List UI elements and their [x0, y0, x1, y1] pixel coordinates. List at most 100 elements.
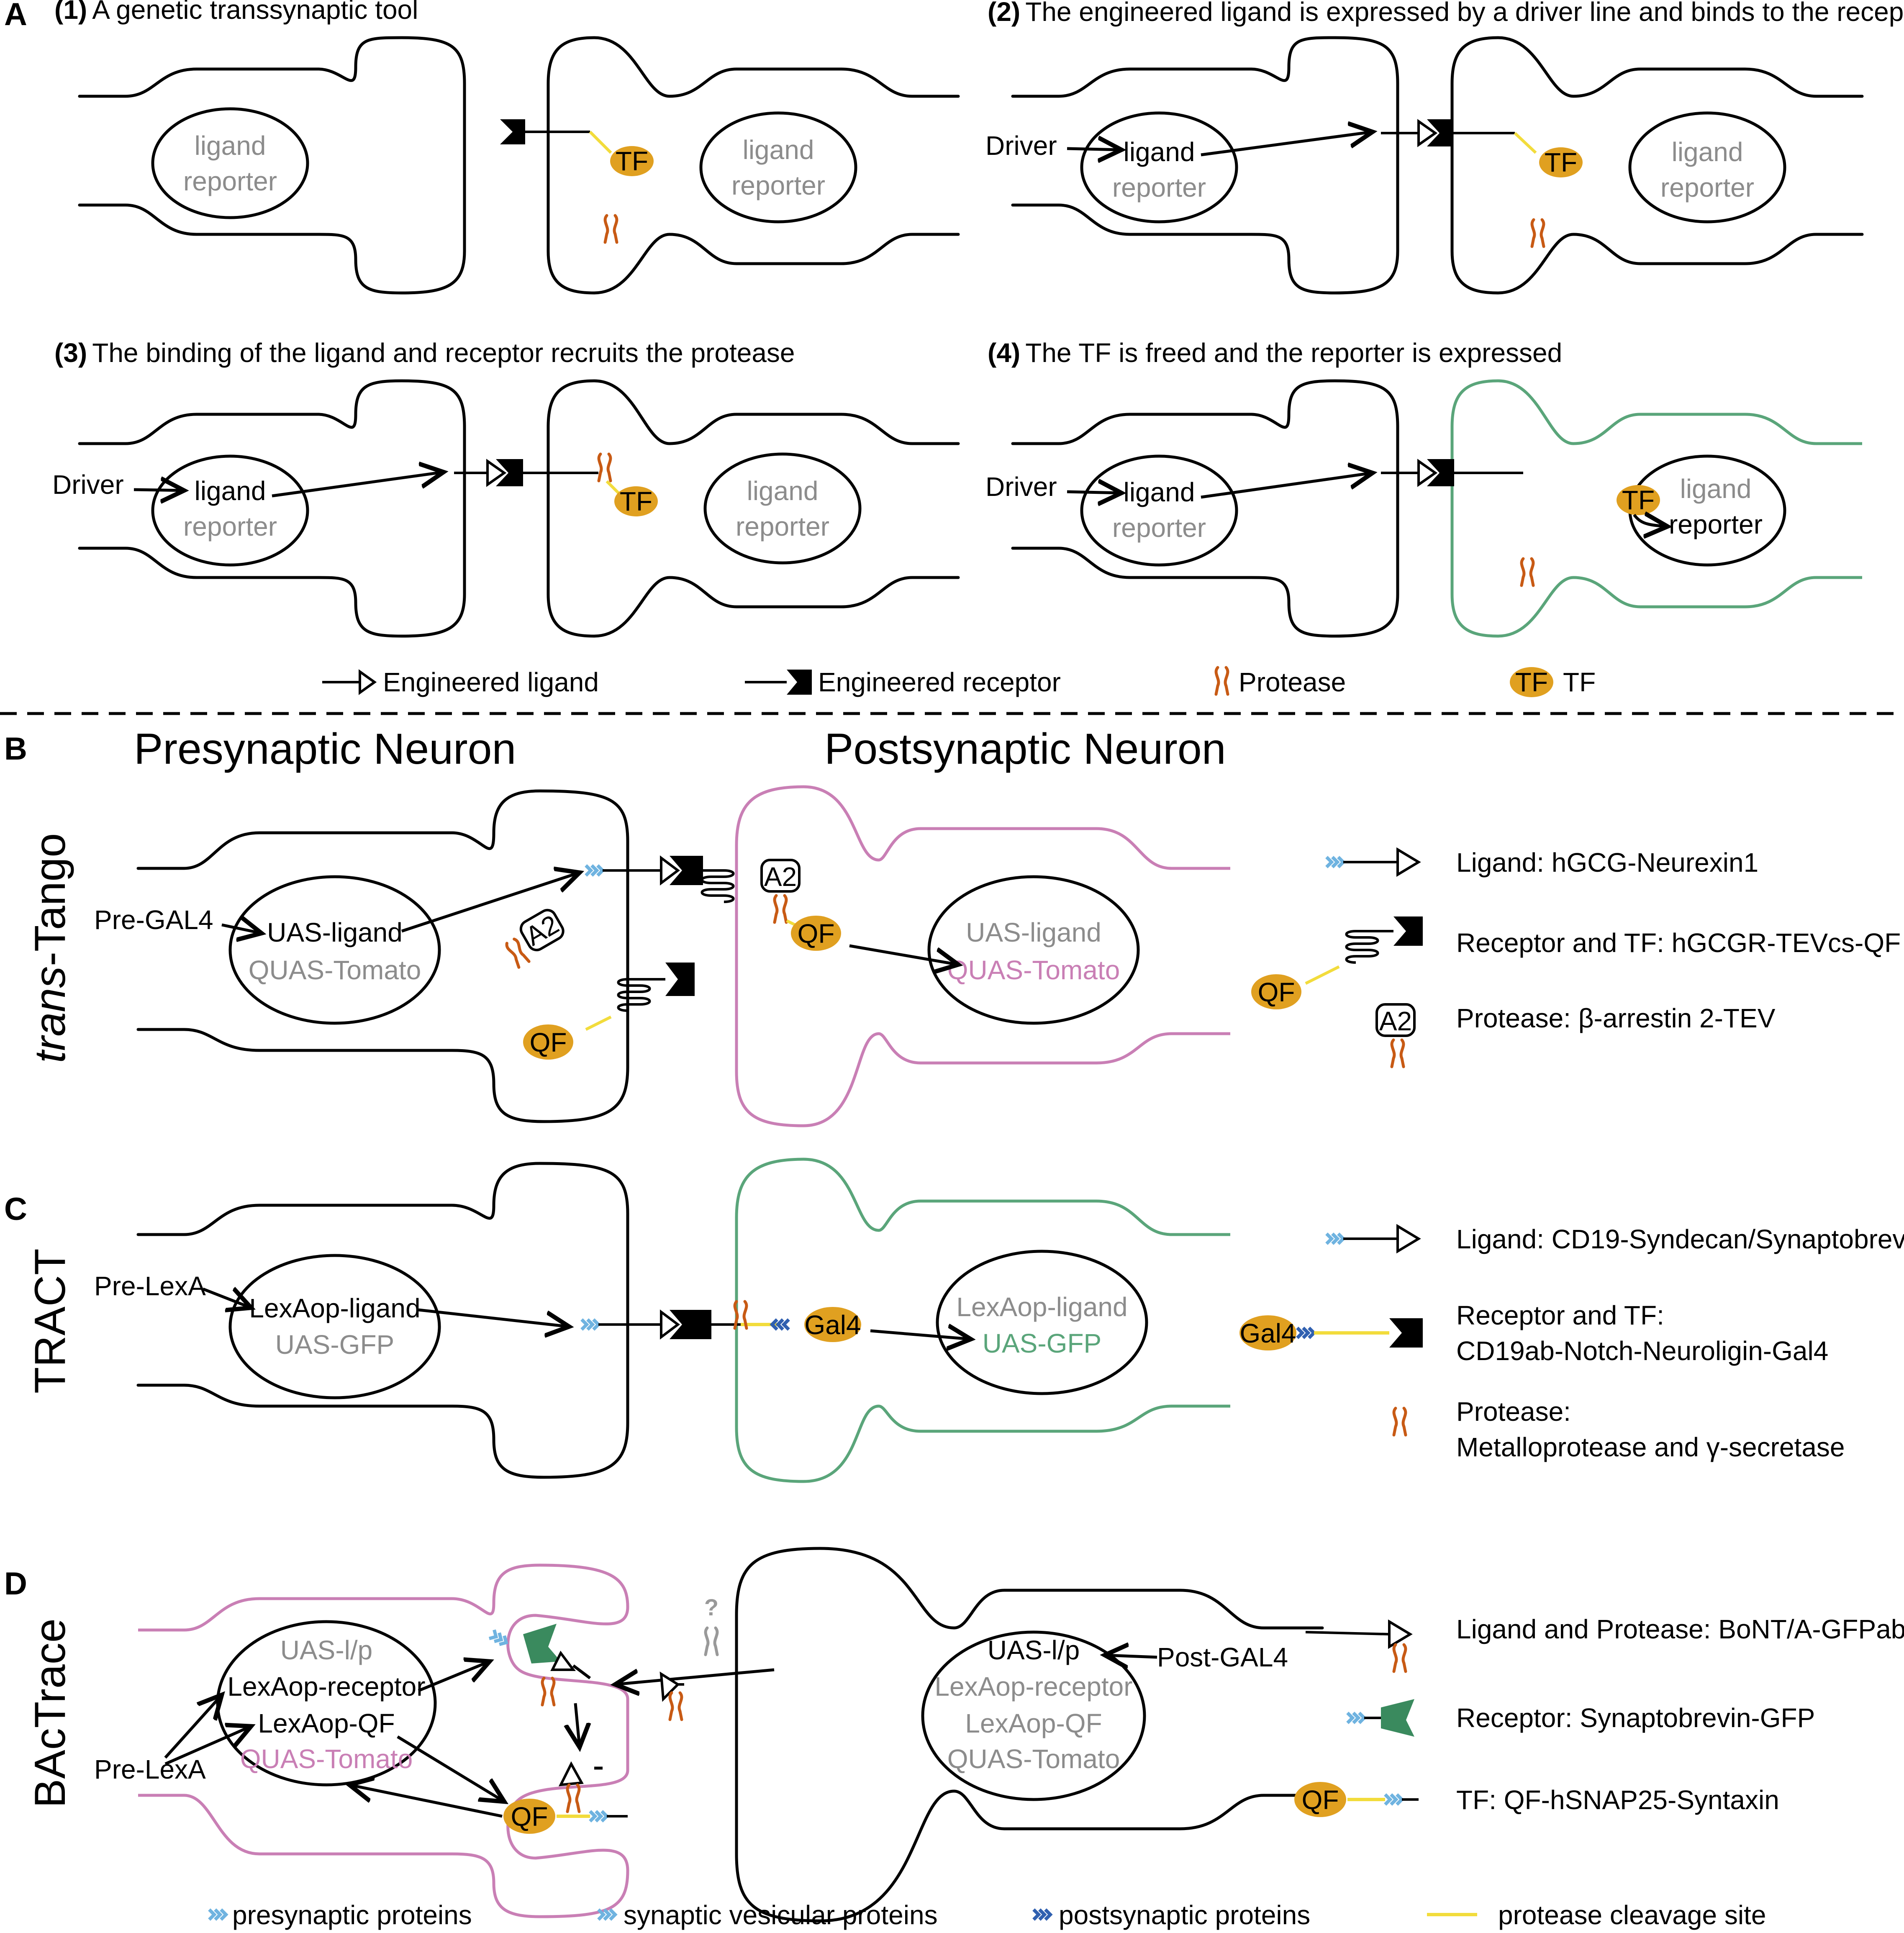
d-legend-ligand: Ligand and Protease: BoNT/A-GFPab	[1456, 1614, 1904, 1644]
b-post-quas-tomato: QUAS-Tomato	[947, 955, 1120, 985]
panel-letter-b: B	[4, 731, 27, 767]
c-legend-gal4: Gal4	[1239, 1318, 1296, 1348]
c-postsynaptic-neuron-green: LexAop-ligand UAS-GFP	[735, 1158, 1230, 1483]
d-post-gal4-driver: Post-GAL4	[1157, 1642, 1288, 1672]
d-question-mark: ?	[704, 1594, 718, 1620]
step-1-tf-badge	[610, 146, 654, 176]
legend-engineered-receptor: Engineered receptor	[818, 667, 1061, 697]
step-3-pre-reporter-text: reporter	[183, 511, 277, 542]
step-3-postsynaptic-neuron: ligand reporter	[547, 379, 960, 638]
b-legend: Ligand: hGCG-Neurexin1 QF Receptor and T…	[1251, 847, 1901, 1067]
bottom-legend: presynaptic proteins synaptic vesicular …	[209, 1900, 1766, 1930]
b-legend-qf: QF	[1258, 977, 1295, 1007]
panel-letter-a: A	[4, 0, 27, 32]
c-legend: Ligand: CD19-Syndecan/Synaptobrevin Gal4…	[1239, 1224, 1904, 1462]
step-1-presynaptic-neuron: ligand reporter	[78, 36, 466, 295]
step-2-post-ligand-text: ligand	[1672, 137, 1743, 167]
panel-a-legend: Engineered ligand Engineered receptor Pr…	[322, 667, 1596, 697]
step-1-tf-text: TF	[616, 146, 648, 176]
c-pre-lexaop-ligand: LexAop-ligand	[249, 1293, 420, 1323]
legend-tf-label: TF	[1563, 667, 1596, 697]
step-4-ligand-receptor	[1381, 459, 1523, 487]
b-post-uas-ligand: UAS-ligand	[966, 917, 1101, 947]
d-pre-quas-tomato: QUAS-Tomato	[240, 1744, 413, 1774]
step-2-driver-text: Driver	[985, 131, 1057, 161]
d-pre-lexaop-qf: LexAop-QF	[258, 1708, 395, 1738]
b-legend-protease: Protease: β-arrestin 2-TEV	[1456, 1003, 1776, 1033]
legend-protease: Protease	[1239, 667, 1346, 697]
step-1-receptor: TF	[500, 119, 654, 176]
legend-presynaptic-proteins: presynaptic proteins	[232, 1900, 472, 1930]
step-3-post-ligand-text: ligand	[747, 476, 819, 506]
legend-synaptic-vesicular-proteins: synaptic vesicular proteins	[624, 1900, 938, 1930]
step-2-post-reporter-text: reporter	[1660, 172, 1754, 203]
c-post-uas-gfp: UAS-GFP	[983, 1328, 1101, 1358]
step-1-post-reporter-text: reporter	[731, 170, 825, 200]
step-1-postsynaptic-neuron: ligand reporter	[547, 36, 960, 295]
b-presynaptic-neuron: UAS-ligand QUAS-Tomato Pre-GAL4	[94, 789, 629, 1123]
c-legend-ligand: Ligand: CD19-Syndecan/Synaptobrevin	[1456, 1224, 1904, 1254]
step-3-tf-text: TF	[620, 486, 652, 516]
d-qf-text: QF	[511, 1802, 548, 1832]
b-pre-uas-ligand: UAS-ligand	[267, 917, 403, 947]
b-postsynaptic-neuron: UAS-ligand QUAS-Tomato	[735, 785, 1230, 1127]
c-ligand-receptor-complex: Gal4	[582, 1302, 971, 1342]
step-2-ligand-receptor-bound: TF	[1381, 119, 1583, 177]
step-4-header: (4)The TF is freed and the reporter is e…	[988, 338, 1562, 368]
d-presynaptic-neuron-pink: UAS-l/p LexAop-receptor LexAop-QF QUAS-T…	[94, 1563, 629, 1918]
step-4-post-reporter-text: reporter	[1669, 509, 1763, 539]
b-legend-receptor: Receptor and TF: hGCGR-TEVcs-QF	[1456, 928, 1901, 958]
legend-protease-cleavage-site: protease cleavage site	[1498, 1900, 1766, 1930]
panel-letter-d: D	[4, 1566, 27, 1602]
c-gal4-post-text: Gal4	[804, 1310, 861, 1340]
c-legend-protease-1: Protease:	[1456, 1396, 1571, 1427]
step-3-presynaptic-neuron: ligand reporter Driver	[52, 379, 466, 638]
step-2-postsynaptic-neuron: ligand reporter	[1450, 36, 1864, 295]
step-2-pre-reporter-text: reporter	[1112, 172, 1206, 203]
step-4-pre-ligand-text: ligand	[1124, 477, 1195, 507]
step-1-header: (1)A genetic transsynaptic tool	[54, 0, 418, 25]
d-pre-uas-lp: UAS-l/p	[280, 1635, 373, 1665]
panel-letter-c: C	[4, 1191, 27, 1227]
panel-d-side-label: BAcTrace	[26, 1618, 74, 1808]
step-3-post-reporter-text: reporter	[736, 511, 829, 542]
c-post-lexaop-ligand: LexAop-ligand	[956, 1292, 1127, 1322]
d-post-lexaop-receptor: LexAop-receptor	[934, 1671, 1132, 1702]
presynaptic-neuron-title: Presynaptic Neuron	[134, 725, 516, 773]
step-4-driver-text: Driver	[985, 472, 1057, 502]
d-post-quas-tomato: QUAS-Tomato	[947, 1744, 1120, 1774]
step-4-postsynaptic-neuron-green: ligand reporter TF	[1450, 379, 1862, 638]
step-4-pre-reporter-text: reporter	[1112, 513, 1206, 543]
b-legend-ligand: Ligand: hGCG-Neurexin1	[1456, 847, 1758, 878]
b-legend-a2: A2	[1379, 1006, 1412, 1036]
step-4-presynaptic-neuron: ligand reporter Driver	[985, 379, 1399, 638]
step-2-protease-icon	[1532, 220, 1544, 246]
step-3-driver-text: Driver	[52, 470, 124, 500]
step-2-tf-text: TF	[1545, 147, 1577, 177]
step-3-header: (3)The binding of the ligand and recepto…	[54, 338, 795, 368]
d-post-uas-lp: UAS-l/p	[988, 1635, 1080, 1665]
step-1-pre-ligand-text: ligand	[195, 131, 266, 161]
step-2-header: (2)The engineered ligand is expressed by…	[988, 0, 1904, 27]
b-unbound-receptor: A2 QF	[506, 909, 695, 1060]
b-pre-quas-tomato: QUAS-Tomato	[249, 955, 421, 985]
d-postsynaptic-neuron: UAS-l/p LexAop-receptor LexAop-QF QUAS-T…	[615, 1547, 1324, 1923]
d-synapse-molecules: ? QF	[489, 1594, 718, 1834]
d-legend-qf: QF	[1302, 1785, 1339, 1815]
c-pre-lexa-driver: Pre-LexA	[94, 1271, 206, 1301]
step-3-ligand-receptor-protease: TF	[454, 454, 658, 516]
step-3-pre-ligand-text: ligand	[195, 476, 266, 506]
step-4-post-ligand-text: ligand	[1680, 474, 1752, 504]
legend-postsynaptic-proteins: postsynaptic proteins	[1059, 1900, 1310, 1930]
step-1-pre-reporter-text: reporter	[183, 166, 277, 196]
b-qf-post-text: QF	[798, 919, 835, 949]
b-qf-pre-text: QF	[530, 1027, 567, 1058]
legend-engineered-ligand: Engineered ligand	[383, 667, 599, 697]
postsynaptic-neuron-title: Postsynaptic Neuron	[824, 725, 1226, 773]
panel-b-side-label: trans-Tango	[26, 833, 74, 1063]
d-post-lexaop-qf: LexAop-QF	[965, 1708, 1102, 1738]
step-2-presynaptic-neuron: ligand reporter Driver	[985, 36, 1399, 295]
step-4-tf-text: TF	[1622, 485, 1655, 515]
b-a2-text: A2	[764, 862, 797, 892]
